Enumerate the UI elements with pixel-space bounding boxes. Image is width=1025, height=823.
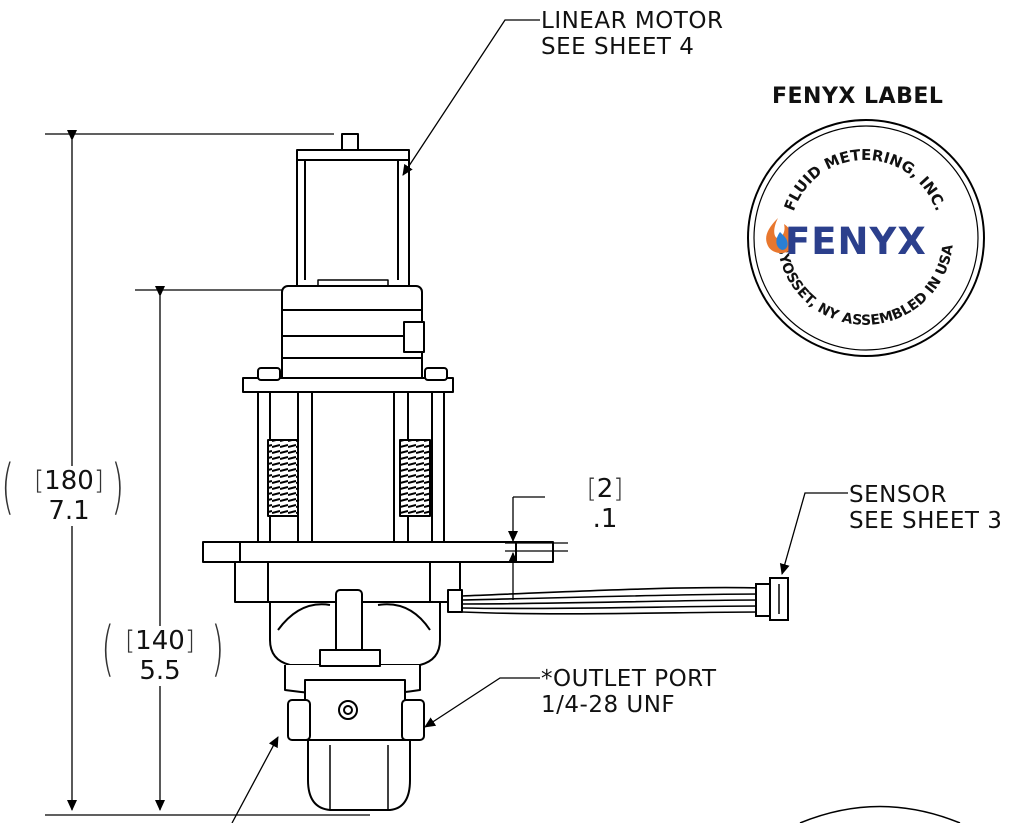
- dim-overall-inch: 7.1: [48, 496, 90, 526]
- leader-linear-motor: [402, 19, 540, 176]
- fenyx-brand-text: FENYX: [785, 220, 927, 263]
- mounting-flange: [202, 541, 554, 563]
- dim-mid-inch: 5.5: [139, 656, 181, 686]
- callout-sensor-line1: SENSOR: [849, 482, 948, 508]
- dim-gap-inch: .1: [592, 504, 618, 534]
- paren-right-mid: ): [211, 614, 225, 684]
- dim-overall-height-text: [180] 7.1: [24, 466, 114, 526]
- linear-motor-housing: [296, 149, 410, 299]
- dim-flange-gap-text: [2] .1: [575, 474, 635, 534]
- leader-lines: [231, 19, 848, 823]
- fenyx-label-title: FENYX LABEL: [772, 84, 944, 109]
- label-inner-ring: [753, 125, 979, 351]
- dim-mid-mm: 140: [135, 626, 185, 656]
- callout-outlet-port: *OUTLET PORT 1/4-28 UNF: [541, 666, 717, 718]
- leader-inlet-port: [231, 736, 279, 823]
- inlet-fitting: [287, 699, 311, 741]
- bottom-body: [307, 739, 411, 811]
- flame-icon: [766, 218, 795, 254]
- callout-linear-motor: LINEAR MOTOR SEE SHEET 4: [541, 8, 723, 60]
- paren-right-overall: ): [111, 452, 125, 522]
- callout-sensor-line2: SEE SHEET 3: [849, 508, 1003, 534]
- motor-shaft-tip: [341, 133, 359, 151]
- callout-linear-motor-line1: LINEAR MOTOR: [541, 8, 724, 34]
- callout-sensor: SENSOR SEE SHEET 3: [849, 482, 1002, 534]
- dim-gap-mm: 2: [596, 474, 614, 504]
- dim-overall-mm: 180: [44, 466, 94, 496]
- central-column: [297, 391, 409, 543]
- dim-mid-height-text: [140] 5.5: [114, 626, 206, 686]
- leader-sensor: [779, 492, 848, 575]
- sensor-cable: [461, 586, 761, 615]
- callout-outlet-port-line1: *OUTLET PORT: [541, 666, 717, 692]
- leader-outlet-port: [424, 677, 540, 728]
- callout-linear-motor-line2: SEE SHEET 4: [541, 34, 695, 60]
- standoff-right: [431, 391, 445, 543]
- outlet-fitting: [401, 699, 425, 741]
- partial-view-circle: [799, 805, 961, 823]
- fenyx-label: FLUID METERING, INC. SYOSSET, NY ASSEMBL…: [747, 119, 985, 357]
- paren-left-mid: (: [101, 614, 115, 684]
- sensor-mount: [447, 589, 463, 613]
- sensor-connector-collar: [755, 583, 771, 617]
- pump-body: [202, 133, 554, 811]
- dimension-lines: [45, 130, 568, 816]
- spring-right: [399, 439, 431, 517]
- paren-left-overall: (: [1, 452, 15, 522]
- spring-left: [267, 439, 299, 517]
- callout-outlet-port-line2: 1/4-28 UNF: [541, 692, 676, 718]
